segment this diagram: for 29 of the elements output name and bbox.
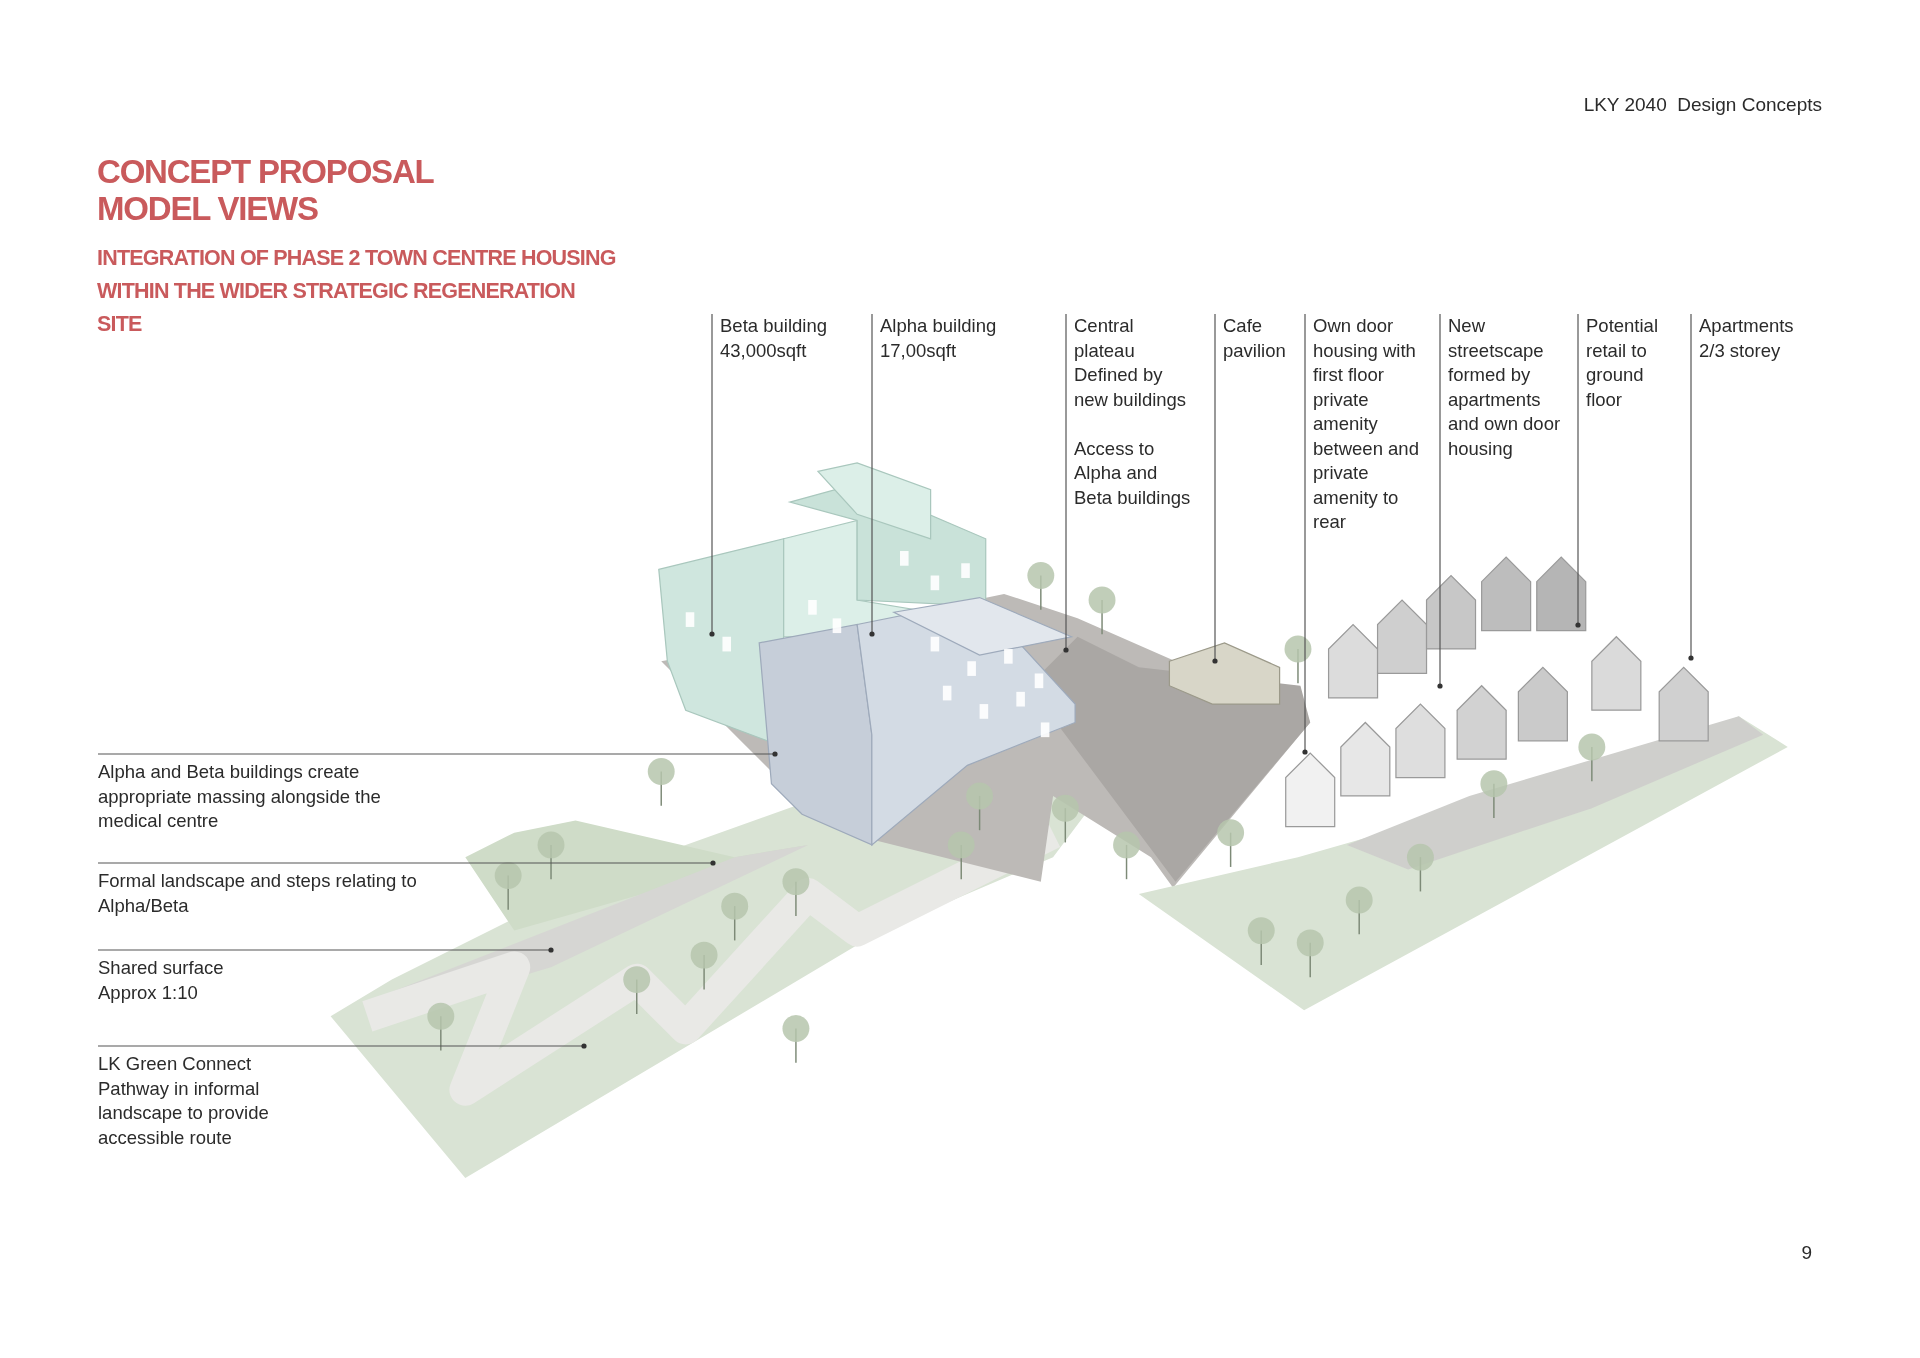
leader-line (1302, 313, 1308, 755)
callout-text: Alpha building 17,00sqft (880, 314, 998, 363)
leader-line (709, 313, 715, 637)
leader-line (1437, 313, 1443, 689)
leader-line (1063, 313, 1069, 653)
page-title: CONCEPT PROPOSAL MODEL VIEWS (97, 153, 435, 227)
callout-text: Alpha and Beta buildings create appropriate massing alongside the medical centre (98, 760, 382, 833)
leader-line (1212, 313, 1218, 664)
leader-line (97, 1043, 587, 1049)
leader-line (869, 313, 875, 637)
callout-text: Beta building 43,000sqft (720, 314, 828, 363)
page-subtitle: INTEGRATION OF PHASE 2 TOWN CENTRE HOUSING WITHIN THE WIDER STRATEGIC REGENERATION SITE (97, 245, 617, 338)
callout-text: New streetscape formed by apartments and own door housing (1448, 314, 1562, 461)
leader-line (1575, 313, 1581, 628)
callout-text: Apartments 2/3 storey (1699, 314, 1795, 363)
leader-line (1688, 313, 1694, 661)
leader-line (97, 947, 554, 953)
callout-text: Access to Alpha and Beta buildings (1074, 436, 1192, 510)
callout-text: LK Green Connect Pathway in informal landscape to provide accessible route (98, 1052, 270, 1150)
callout-text: Central plateau Defined by new buildings (1074, 314, 1188, 412)
callout-text: Shared surface Approx 1:10 (98, 956, 225, 1005)
header-text: LKY 2040 Design Concepts (1583, 94, 1822, 116)
callout-text: Own door housing with first floor private amenity between and private amenity to rear (1313, 314, 1420, 534)
callout-text: Potential retail to ground floor (1586, 314, 1659, 412)
callout-text: Formal landscape and steps relating to Alpha/Beta (98, 869, 418, 918)
leader-line (97, 751, 778, 757)
callout-text: Cafe pavilion (1223, 314, 1287, 363)
leader-line (97, 860, 716, 866)
page-number: 9 (1801, 1242, 1812, 1264)
